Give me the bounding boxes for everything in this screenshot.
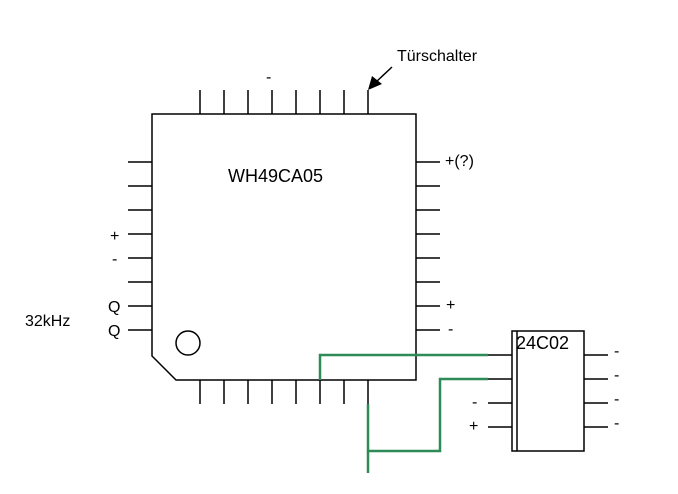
door-switch-arrow-shaft	[375, 66, 393, 83]
pin1-marker	[175, 330, 201, 356]
eeprom-right-label-2: -	[614, 367, 619, 384]
green-traces	[318, 353, 488, 473]
right-plus-q-label: +(?)	[445, 153, 474, 170]
main-ic-left-pins	[128, 161, 152, 331]
trace-scl	[366, 377, 488, 453]
eeprom-right-pins	[584, 354, 608, 428]
left-plus-label: +	[110, 228, 119, 245]
main-ic-label: WH49CA05	[228, 166, 323, 186]
eeprom-right-label-4: -	[614, 415, 619, 432]
right-plus-label: +	[446, 297, 455, 314]
eeprom-right-label-3: -	[614, 391, 619, 408]
door-switch-arrowhead	[368, 76, 382, 90]
eeprom-ic-body	[511, 330, 585, 452]
left-minus-label: -	[112, 251, 117, 268]
eeprom-left-minus-label: -	[472, 394, 477, 411]
left-q1-label: Q	[108, 299, 120, 316]
right-minus-label: -	[448, 321, 453, 338]
left-q2-label: Q	[108, 323, 120, 340]
eeprom-left-pins	[488, 354, 512, 428]
main-ic-bottom-pins	[199, 380, 369, 404]
eeprom-left-plus-label: +	[469, 418, 478, 435]
door-switch-label: Türschalter	[397, 48, 478, 65]
main-ic-top-pins	[199, 90, 369, 114]
crystal-label: 32kHz	[25, 313, 70, 330]
top-minus-label: -	[266, 69, 271, 86]
trace-sda	[318, 353, 488, 380]
eeprom-label: 24C02	[516, 333, 569, 353]
eeprom-right-label-1: -	[614, 343, 619, 360]
main-ic-body	[151, 113, 417, 381]
main-ic-right-pins	[416, 161, 440, 331]
